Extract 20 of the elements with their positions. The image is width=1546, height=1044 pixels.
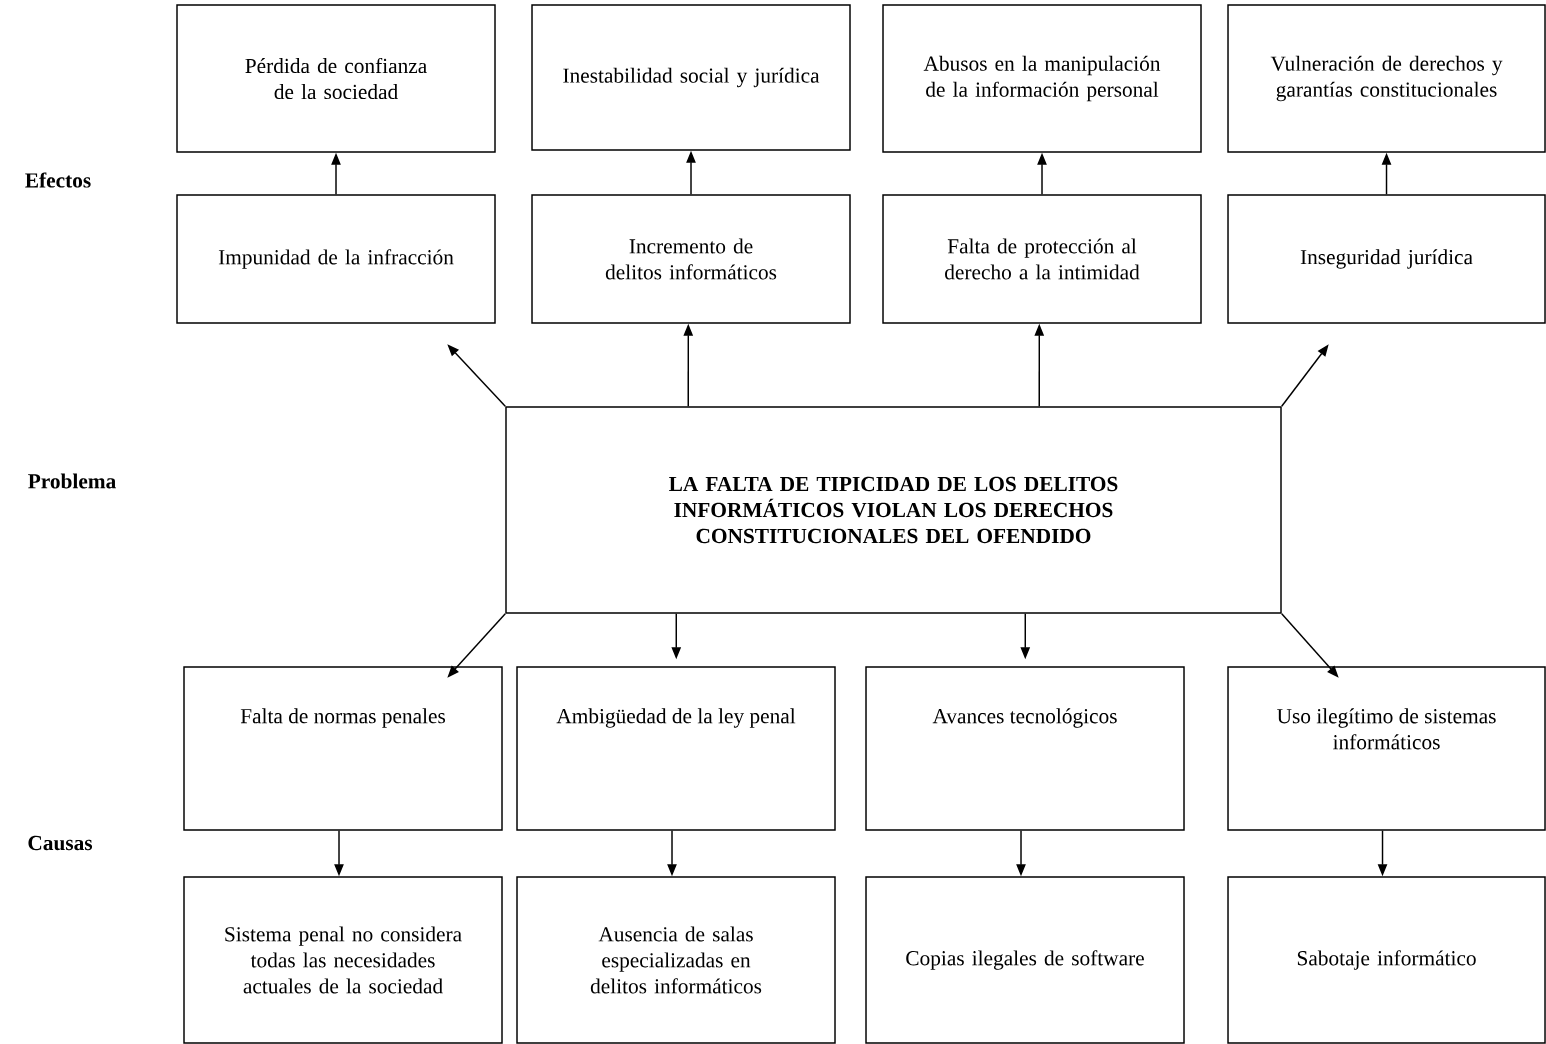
text-box: Sistema penal no considera todas las necesidades actuales de la sociedad <box>183 876 503 1044</box>
text-box: Falta de normas penales <box>183 666 503 831</box>
text-box: Impunidad de la infracción <box>176 194 496 324</box>
text-box: Incremento de delitos informáticos <box>531 194 851 324</box>
text-box: Uso ilegítimo de sistemas informáticos <box>1227 666 1546 831</box>
text-box: Copias ilegales de software <box>865 876 1185 1044</box>
text-box: Ausencia de salas especializadas en delitos informáticos <box>516 876 836 1044</box>
text-box: Pérdida de confianza de la sociedad <box>176 4 496 153</box>
text-box: Ambigüedad de la ley penal <box>516 666 836 831</box>
row-label: Problema <box>28 473 116 489</box>
text-box: Vulneración de derechos y garantías constitucionales <box>1227 4 1546 153</box>
text-box: Falta de protección al derecho a la intimidad <box>882 194 1202 324</box>
row-label: Causas <box>28 835 93 851</box>
text-box: Sabotaje informático <box>1227 876 1546 1044</box>
text-box: Inseguridad jurídica <box>1227 194 1546 324</box>
problem-box: LA FALTA DE TIPICIDAD DE LOS DELITOS INFORMÁTICOS VIOLAN LOS DERECHOS CONSTITUCIONALES DEL OFENDIDO <box>505 406 1282 614</box>
text-box: Avances tecnológicos <box>865 666 1185 831</box>
row-label: Efectos <box>25 172 91 188</box>
text-box: Abusos en la manipulación de la información personal <box>882 4 1202 153</box>
text-box: Inestabilidad social y jurídica <box>531 4 851 151</box>
